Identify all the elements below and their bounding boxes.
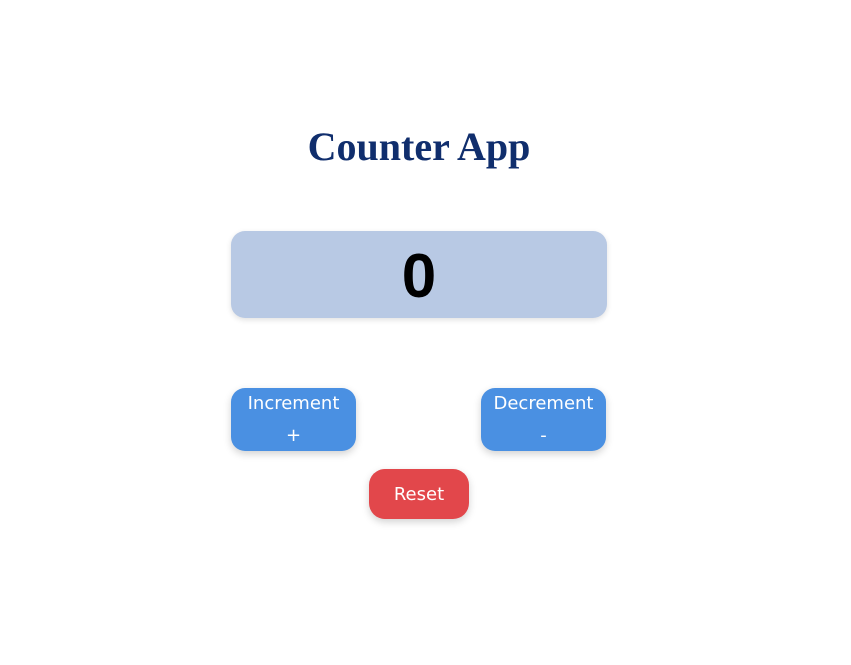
page-title: Counter App <box>307 124 531 169</box>
minus-icon: - <box>540 424 547 446</box>
increment-button[interactable]: Increment + <box>231 388 356 451</box>
counter-value: 0 <box>401 241 437 311</box>
increment-label: Increment <box>247 392 340 414</box>
decrement-button[interactable]: Decrement - <box>481 388 606 451</box>
reset-label: Reset <box>393 483 445 505</box>
decrement-label: Decrement <box>493 392 594 414</box>
reset-button[interactable]: Reset <box>369 469 469 519</box>
counter-display: 0 <box>231 231 607 318</box>
plus-icon: + <box>285 424 302 446</box>
